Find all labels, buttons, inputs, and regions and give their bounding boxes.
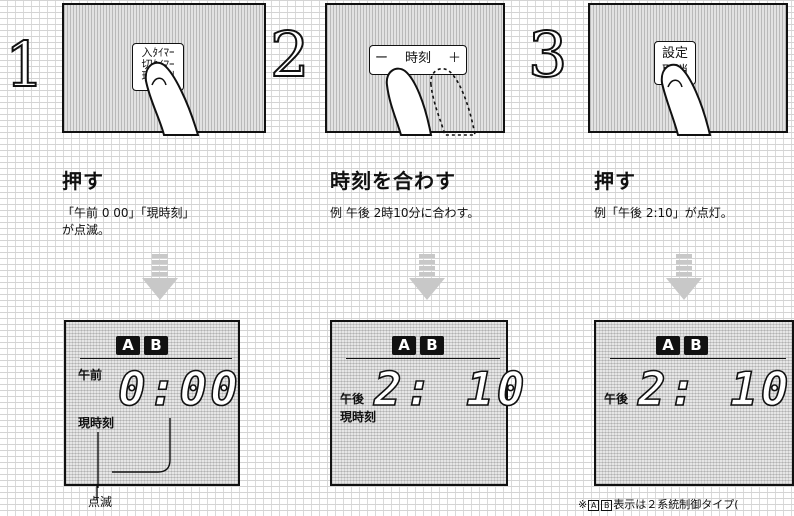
description-line: 「午前 0 00」「現時刻」 [62,206,195,220]
step-2-heading: 時刻を合わす [330,169,456,193]
step-1-description: 「午前 0 00」「現時刻」 が点滅。 [62,205,195,239]
step-1-illustration: 入ﾀｲﾏｰ 切ﾀｲﾏｰ 現時刻 [62,3,266,136]
current-time-label: 現時刻 [78,416,115,430]
badge-b: B [684,336,708,355]
footnote-text: 表示は２系統制御タイプ( [613,498,739,511]
ampm-indicator: 午後 [340,392,365,406]
pressing-finger-icon [660,63,712,136]
badge-b: B [420,336,444,355]
step-3-illustration: 設定 取消 [588,3,788,136]
badge-a: A [392,336,416,355]
blink-label: 点滅 [88,495,113,509]
step-2-display: A B 午後 2: 10 現時刻 [330,320,525,486]
time-adjust-button[interactable]: ー 時刻 ＋ [369,45,467,75]
step-number-1: 1 [4,28,45,101]
pressing-finger-icon [385,67,476,136]
step-2-illustration: ー 時刻 ＋ [325,3,505,136]
footnote-badge-b: B [601,500,613,511]
minus-icon[interactable]: ー [375,51,389,66]
badge-a: A [116,336,140,355]
ampm-indicator: 午後 [604,392,629,406]
badge-b: B [144,336,168,355]
time-button-label: 時刻 [404,51,431,66]
current-time-label: 現時刻 [340,410,377,424]
time-digits: 0:00 [117,362,241,416]
step-2-description: 例 午後 2時10分に合わす。 [330,205,479,222]
pressing-finger-icon [144,61,200,136]
badge-a: A [656,336,680,355]
down-arrow-icon [409,254,445,300]
button-line: 入ﾀｲﾏｰ [141,46,175,59]
footnote-badge-a: A [588,500,600,511]
step-3-description: 例「午後 2:10」が点灯。 [594,205,733,222]
display-divider [346,358,500,359]
display-divider [610,358,786,359]
step-3-heading: 押す [594,169,636,193]
down-arrow-icon [666,254,702,300]
footnote-prefix: ※ [578,498,588,511]
down-arrow-icon [142,254,178,300]
step-3-display: A B 午後 2: 10 [594,320,794,486]
ampm-indicator: 午前 [78,368,103,382]
plus-icon[interactable]: ＋ [447,51,461,66]
step-number-3: 3 [527,18,568,91]
button-line: 設定 [661,46,688,61]
step-1-heading: 押す [62,169,104,193]
time-digits: 2: 10 [373,362,528,416]
step-number-2: 2 [269,18,310,91]
description-line: 例 午後 2時10分に合わす。 [330,206,480,220]
blink-leader-line [96,486,98,500]
time-digits: 2: 10 [637,362,792,416]
description-line: 例「午後 2:10」が点灯。 [594,206,733,220]
blink-callout-lines [97,418,171,488]
display-divider [80,358,232,359]
description-line: が点滅。 [62,223,111,237]
step-1-display: A B 午前 0:00 現時刻 [64,320,241,488]
